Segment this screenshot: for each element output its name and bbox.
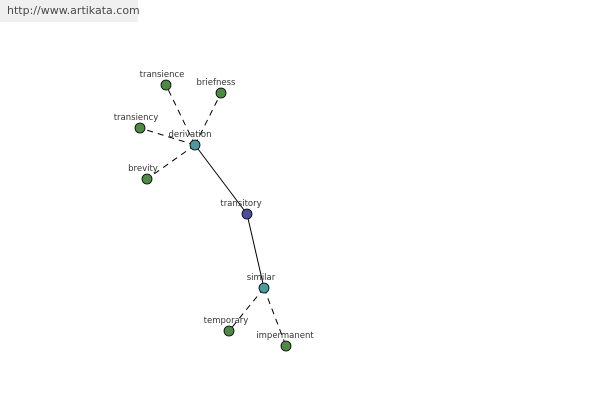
node-derivation[interactable]	[189, 139, 201, 151]
edge-transitory-derivation	[194, 144, 248, 215]
node-label-transitory[interactable]: transitory	[220, 199, 261, 209]
node-transiency[interactable]	[134, 122, 146, 134]
node-similar[interactable]	[258, 282, 270, 294]
node-briefness[interactable]	[215, 87, 227, 99]
node-transience[interactable]	[160, 79, 172, 91]
graph-labels: transitory derivation similar transience bri…	[114, 70, 315, 341]
edge-similar-temporary	[228, 287, 265, 332]
node-transitory[interactable]	[241, 208, 253, 220]
node-label-transiency[interactable]: transiency	[114, 113, 159, 123]
edge-derivation-brevity	[146, 144, 196, 180]
node-label-brevity[interactable]: brevity	[128, 164, 158, 174]
node-brevity[interactable]	[141, 173, 153, 185]
graph-nodes	[134, 79, 292, 352]
node-temporary[interactable]	[223, 325, 235, 337]
edge-derivation-transience	[165, 84, 196, 146]
node-label-similar[interactable]: similar	[247, 273, 276, 283]
node-label-temporary[interactable]: temporary	[204, 316, 249, 326]
node-impermanent[interactable]	[280, 340, 292, 352]
node-label-impermanent[interactable]: impermanent	[256, 331, 314, 341]
graph-edges	[139, 84, 287, 347]
node-label-derivation[interactable]: derivation	[168, 130, 211, 140]
edge-derivation-transiency	[139, 127, 196, 146]
node-label-transience[interactable]: transience	[140, 70, 185, 80]
edge-transitory-similar	[246, 213, 265, 289]
edge-derivation-briefness	[194, 92, 222, 146]
node-label-briefness[interactable]: briefness	[197, 78, 237, 88]
watermark-url: http://www.artikata.com	[0, 0, 140, 22]
